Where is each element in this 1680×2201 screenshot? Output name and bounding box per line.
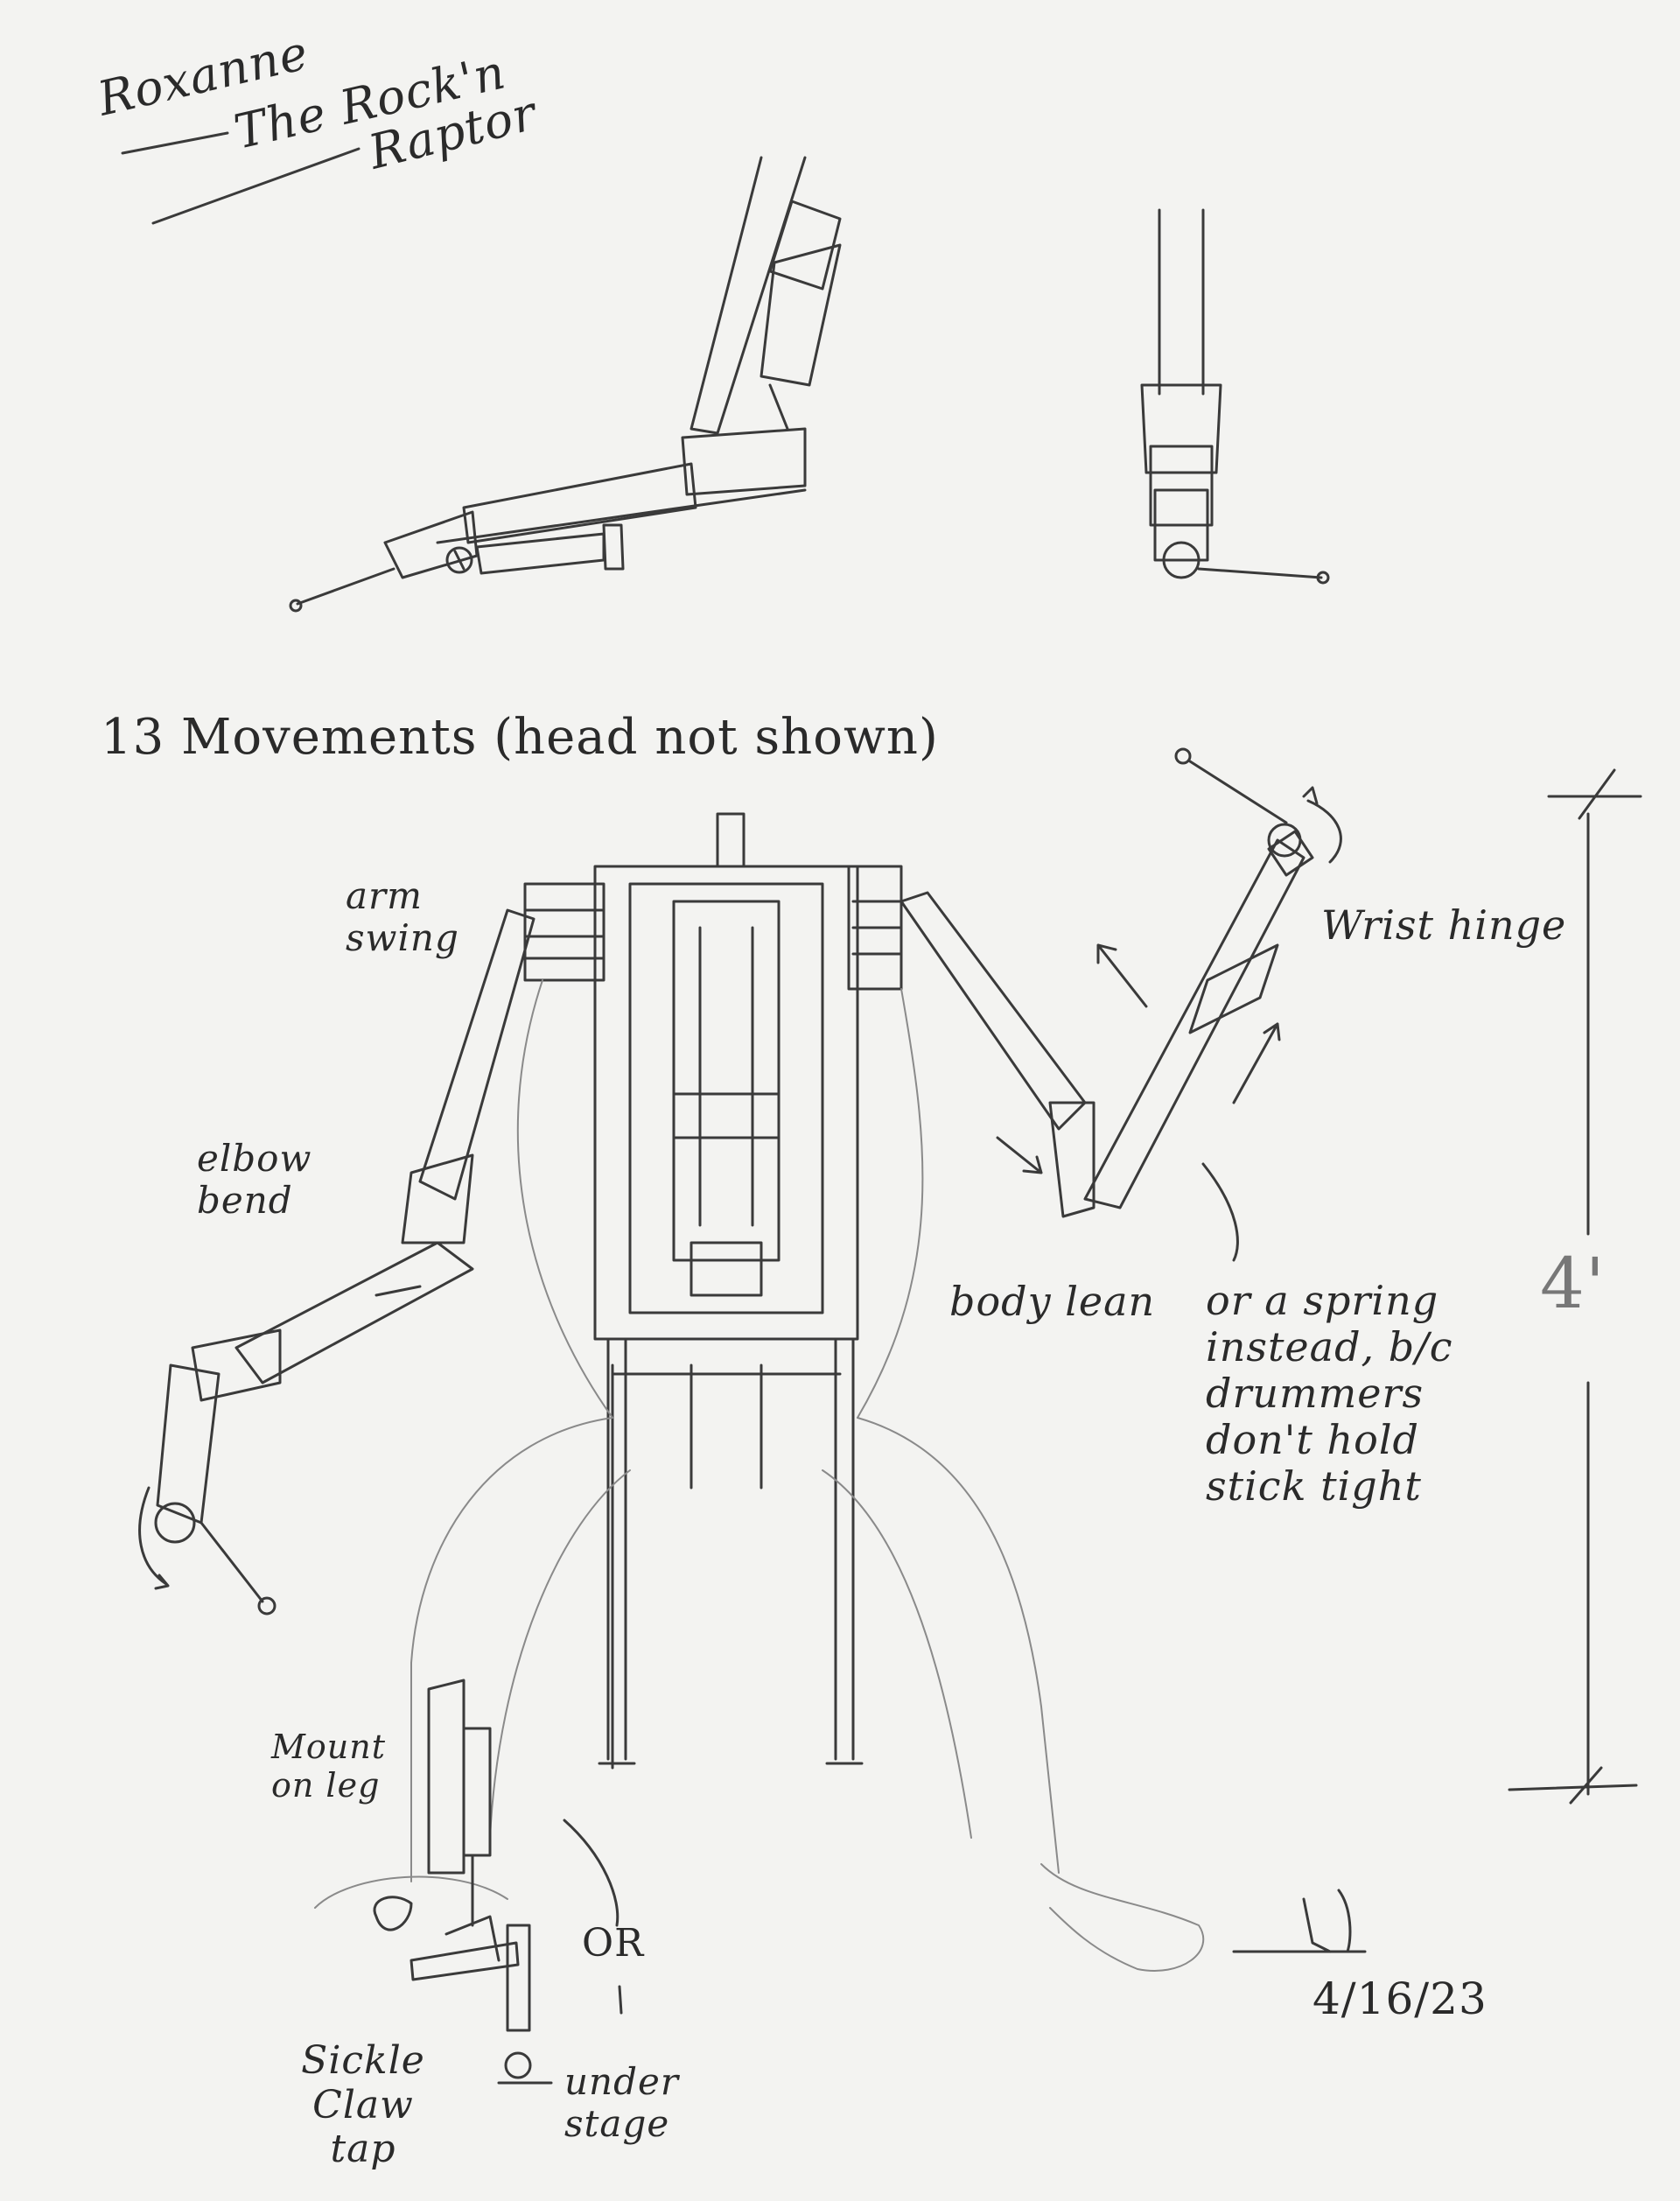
arm-detail-sketch bbox=[290, 158, 840, 611]
right-arm-sketch bbox=[901, 749, 1340, 1260]
page-heading: 13 Movements (head not shown) bbox=[101, 709, 939, 766]
label-under-stage: under stage bbox=[564, 2060, 679, 2146]
side-view-detail-sketch bbox=[1142, 210, 1328, 583]
body-frame bbox=[595, 814, 862, 1768]
left-arm-sketch bbox=[140, 910, 534, 1614]
label-or: OR bbox=[582, 1921, 645, 1966]
signature-date: 4/16/23 bbox=[1312, 1973, 1488, 2024]
label-height: 4' bbox=[1540, 1243, 1606, 1324]
label-sickle-claw-tap: Sickle Claw tap bbox=[301, 2038, 425, 2172]
label-spring-note: or a spring instead, b/c drummers don't … bbox=[1206, 1277, 1453, 1510]
title-underlines bbox=[122, 133, 359, 223]
label-wrist-hinge: Wrist hinge bbox=[1321, 901, 1567, 949]
body-silhouette bbox=[315, 980, 1203, 1971]
label-elbow-bend: elbow bend bbox=[197, 1137, 312, 1223]
label-mount-on-leg: Mount on leg bbox=[271, 1728, 387, 1805]
height-dimension-line bbox=[1509, 770, 1641, 1803]
sickle-claw-mechanism bbox=[374, 1680, 621, 2083]
signature-flourish bbox=[1234, 1890, 1365, 1952]
label-arm-swing: arm swing bbox=[346, 874, 459, 960]
label-body-lean: body lean bbox=[949, 1278, 1156, 1325]
shoulder-mechanisms bbox=[525, 866, 901, 989]
